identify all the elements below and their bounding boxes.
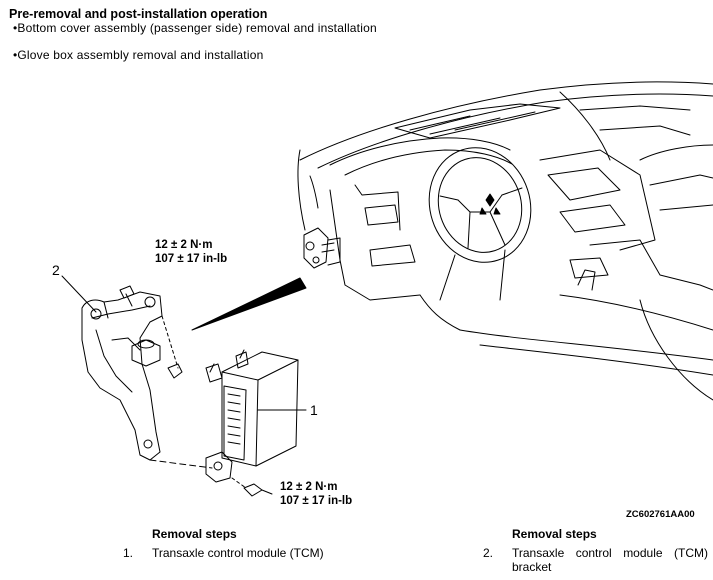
torque-upper: 12 ± 2 N·m 107 ± 17 in-lb xyxy=(155,238,227,266)
page-title: Pre-removal and post-installation operat… xyxy=(9,7,268,21)
tcm-bracket-drawing xyxy=(81,285,213,469)
pre-op-bullet-2: •Glove box assembly removal and installa… xyxy=(13,48,264,62)
torque-upper-metric: 12 ± 2 N·m xyxy=(155,239,213,251)
pre-op-bullet-1: •Bottom cover assembly (passenger side) … xyxy=(13,21,377,35)
leader-line-2 xyxy=(61,275,97,313)
torque-lower-metric: 12 ± 2 N·m xyxy=(280,481,338,493)
callout-2: 2 xyxy=(52,262,60,278)
removal-step-number-2: 2. xyxy=(483,546,494,560)
tcm-mount-location xyxy=(303,227,341,269)
removal-step-number-1: 1. xyxy=(123,546,134,560)
removal-steps-heading-left: Removal steps xyxy=(152,527,237,541)
tcm-drawing xyxy=(205,349,299,497)
torque-lower: 12 ± 2 N·m 107 ± 17 in-lb xyxy=(280,480,352,508)
callout-1: 1 xyxy=(310,402,318,418)
dashboard-drawing xyxy=(297,81,713,401)
removal-step-text-1: Transaxle control module (TCM) xyxy=(152,546,324,560)
pointer-arrow xyxy=(191,277,307,331)
torque-upper-imperial: 107 ± 17 in-lb xyxy=(155,253,228,265)
removal-step-text-2: Transaxle control module (TCM) bracket xyxy=(512,546,708,574)
removal-steps-heading-right: Removal steps xyxy=(512,527,597,541)
torque-lower-imperial: 107 ± 17 in-lb xyxy=(280,495,353,507)
figure-code: ZC602761AA00 xyxy=(626,509,695,520)
